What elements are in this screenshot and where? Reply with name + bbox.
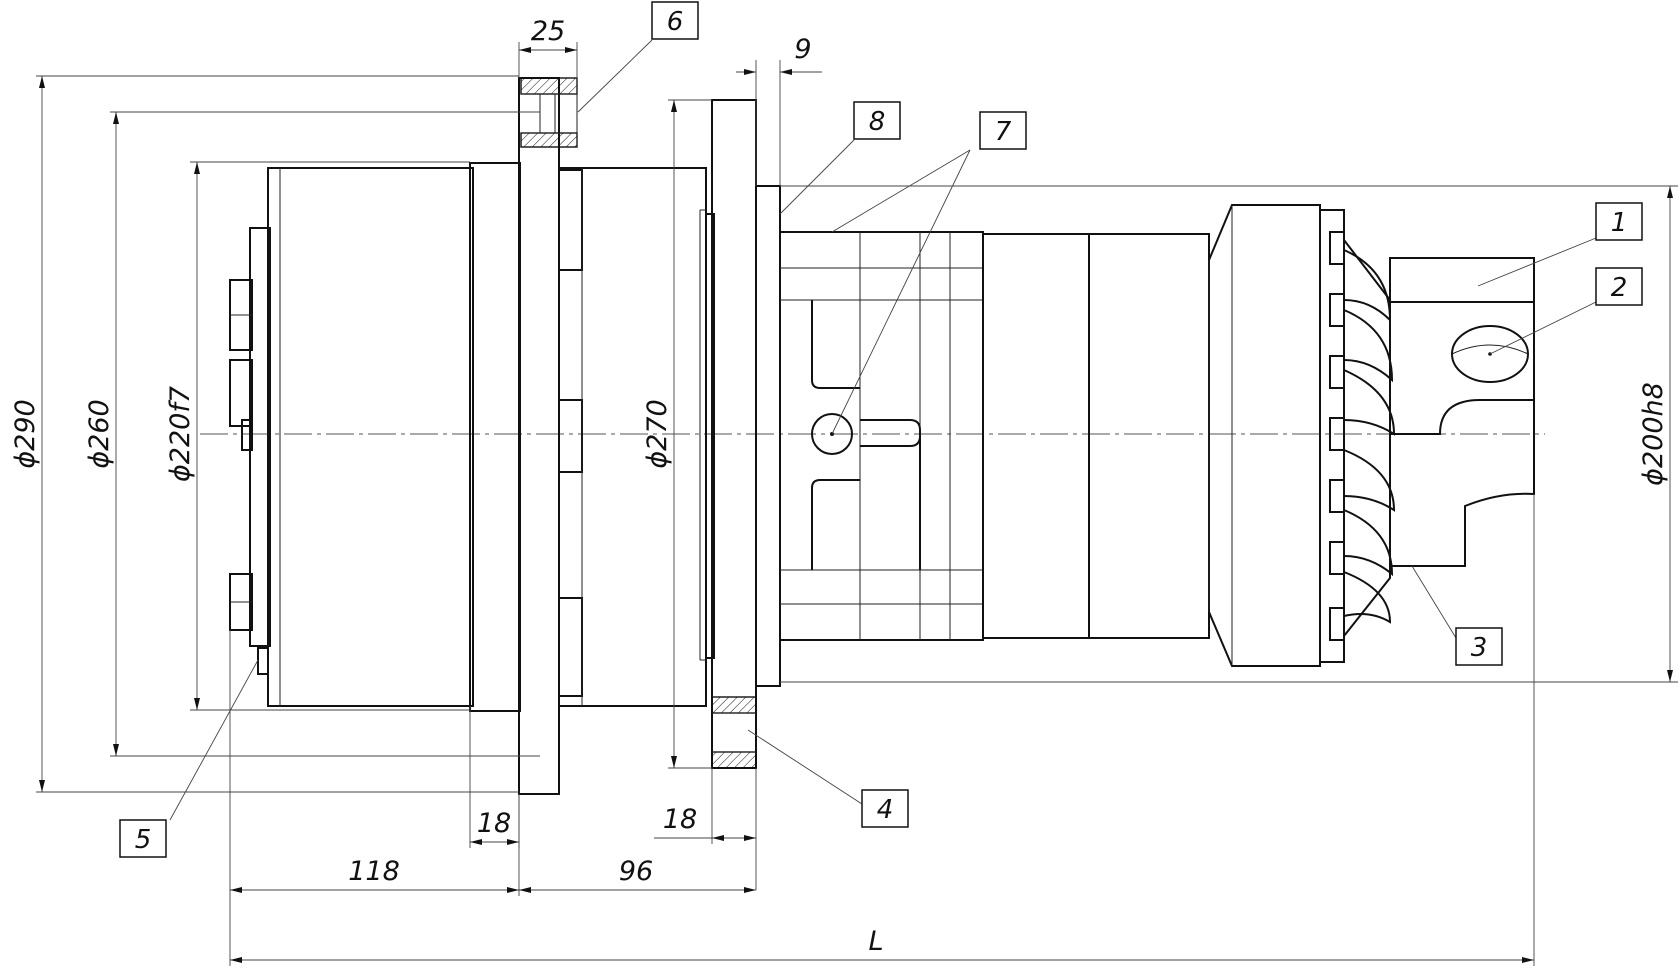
callout-1: 1 [1595,202,1643,241]
mounting-flange [518,77,578,795]
dim-length-118: 118 [348,856,400,887]
dim-length-L: L [868,926,883,957]
dim-width-25: 25 [531,16,565,47]
callout-3: 3 [1455,627,1503,666]
cylinder-body [982,204,1321,667]
dim-width-18-left: 18 [477,808,511,839]
gear-section [779,231,984,641]
dim-width-18-right: 18 [663,804,697,835]
dim-diameter-200: ϕ200h8 [1638,382,1669,486]
callout-6: 6 [651,1,699,40]
callout-7: 7 [979,111,1027,150]
callout-5-label: 5 [135,825,152,855]
callout-8-label: 8 [869,107,886,137]
dim-length-96: 96 [619,856,653,887]
dim-diameter-220: ϕ220f7 [165,386,196,482]
output-shaft [1389,257,1535,567]
output-flange [705,99,781,769]
motor-housing [229,162,521,712]
callout-6-label: 6 [667,7,684,37]
callout-5: 5 [119,819,167,858]
callout-7-label: 7 [995,117,1012,147]
callout-2-label: 2 [1611,273,1628,303]
callout-4: 4 [861,789,909,828]
end-cap [1319,209,1396,663]
dim-diameter-260: ϕ260 [84,399,115,468]
callout-3-label: 3 [1471,633,1488,663]
callout-2: 2 [1595,267,1643,306]
callout-4-label: 4 [877,795,894,825]
callout-8: 8 [853,101,901,140]
dim-width-9: 9 [794,34,811,65]
middle-body [558,167,707,707]
dim-diameter-290: ϕ290 [10,399,41,468]
dim-diameter-270: ϕ270 [642,399,673,468]
leader-lines [169,39,1597,821]
callout-1-label: 1 [1611,208,1628,238]
dimension-lines [36,42,1678,966]
